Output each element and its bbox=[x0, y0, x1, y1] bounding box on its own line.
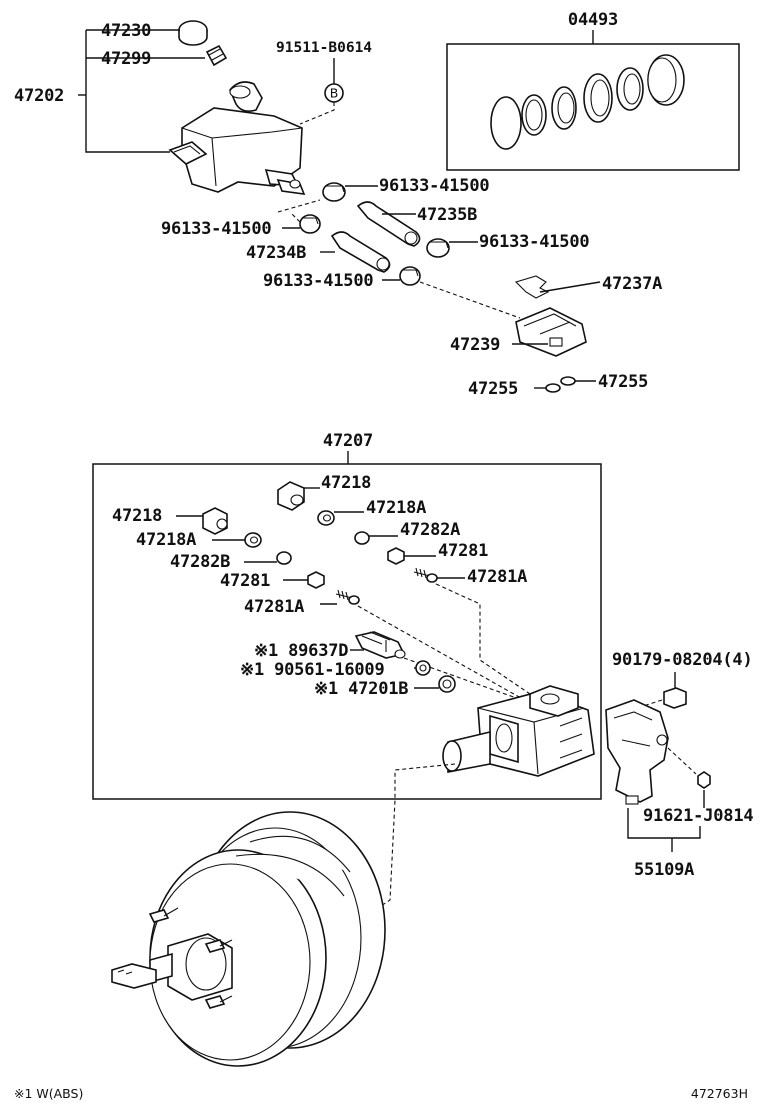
master-cylinder-body bbox=[442, 685, 595, 777]
label-clip-96133-3: 96133-41500 bbox=[479, 232, 589, 252]
label-clip-96133-2: 96133-41500 bbox=[161, 219, 271, 239]
bolt-47281-right bbox=[387, 547, 405, 565]
label-47218a-left: 47218A bbox=[136, 530, 196, 550]
label-47282a: 47282A bbox=[400, 520, 460, 540]
label-47218-left: 47218 bbox=[112, 506, 162, 526]
seal-47282b bbox=[276, 551, 292, 565]
bolt-91621-j0814 bbox=[667, 747, 711, 789]
seal-47218a-top bbox=[317, 510, 335, 526]
label-47281-right: 47281 bbox=[438, 541, 488, 561]
bracket-47239 bbox=[515, 307, 587, 357]
label-47299: 47299 bbox=[101, 49, 151, 69]
seal-47218a-left bbox=[244, 532, 262, 548]
label-clip-96133-1: 96133-41500 bbox=[379, 176, 489, 196]
reservoir-cap-47230 bbox=[178, 20, 208, 46]
label-47230: 47230 bbox=[101, 21, 151, 41]
drawing-code: 472763H bbox=[691, 1086, 748, 1101]
label-47255-left: 47255 bbox=[468, 379, 518, 399]
pressure-sensor-89637d bbox=[354, 631, 406, 659]
master-cylinder-box bbox=[92, 463, 602, 800]
seal-kit-box bbox=[446, 43, 740, 171]
label-91621-j0814: 91621-J0814 bbox=[643, 806, 753, 826]
label-clip-96133-4: 96133-41500 bbox=[263, 271, 373, 291]
reservoir-47202 bbox=[168, 81, 306, 195]
label-91511-b0614: 91511-B0614 bbox=[276, 40, 372, 56]
label-55109a: 55109A bbox=[634, 860, 694, 880]
bleeder-47281a-right bbox=[413, 567, 438, 583]
hose-47235b bbox=[356, 201, 421, 247]
bolt-47281-left bbox=[307, 571, 325, 589]
seal-47282a bbox=[354, 531, 370, 545]
hose-47234b bbox=[330, 231, 391, 273]
label-47218-top: 47218 bbox=[321, 473, 371, 493]
collar-90179-08204 bbox=[663, 687, 687, 709]
label-47281a-left: 47281A bbox=[244, 597, 304, 617]
seal-47201b bbox=[438, 675, 456, 693]
hose-clip-upper bbox=[322, 182, 346, 202]
ref-b-letter: B bbox=[330, 86, 339, 101]
strainer-47299 bbox=[205, 44, 228, 67]
label-47235b: 47235B bbox=[417, 205, 477, 225]
label-04493: 04493 bbox=[568, 10, 618, 30]
plug-47218-left bbox=[202, 507, 228, 535]
gasket-90561-16009 bbox=[415, 660, 431, 676]
label-47255-right: 47255 bbox=[598, 372, 648, 392]
plug-47218-top bbox=[277, 481, 305, 511]
grommets-47255 bbox=[545, 376, 576, 393]
label-47239: 47239 bbox=[450, 335, 500, 355]
brake-booster bbox=[111, 811, 386, 1067]
bleeder-47281a-left bbox=[335, 589, 360, 605]
bracket-55109a bbox=[605, 699, 669, 805]
label-47237a: 47237A bbox=[602, 274, 662, 294]
label-47201b: ※1 47201B bbox=[314, 679, 408, 699]
label-90561-16009: ※1 90561-16009 bbox=[240, 660, 385, 680]
label-90179-08204: 90179-08204(4) bbox=[612, 650, 753, 670]
hose-clip-right bbox=[426, 238, 450, 258]
label-47281a-right: 47281A bbox=[467, 567, 527, 587]
label-47234b: 47234B bbox=[246, 243, 306, 263]
footnote-abs: ※1 W(ABS) bbox=[14, 1086, 83, 1101]
label-47218a-top: 47218A bbox=[366, 498, 426, 518]
label-89637d: ※1 89637D bbox=[254, 641, 348, 661]
label-47207: 47207 bbox=[323, 431, 373, 451]
label-47282b: 47282B bbox=[170, 552, 230, 572]
reference-marker-b: B bbox=[299, 58, 344, 125]
label-47281-left: 47281 bbox=[220, 571, 270, 591]
seal-kit-parts bbox=[490, 54, 685, 150]
label-47202: 47202 bbox=[14, 86, 64, 106]
hose-clip-left bbox=[299, 214, 321, 234]
hose-clip-lower bbox=[399, 266, 421, 286]
clip-47237a bbox=[514, 275, 601, 299]
